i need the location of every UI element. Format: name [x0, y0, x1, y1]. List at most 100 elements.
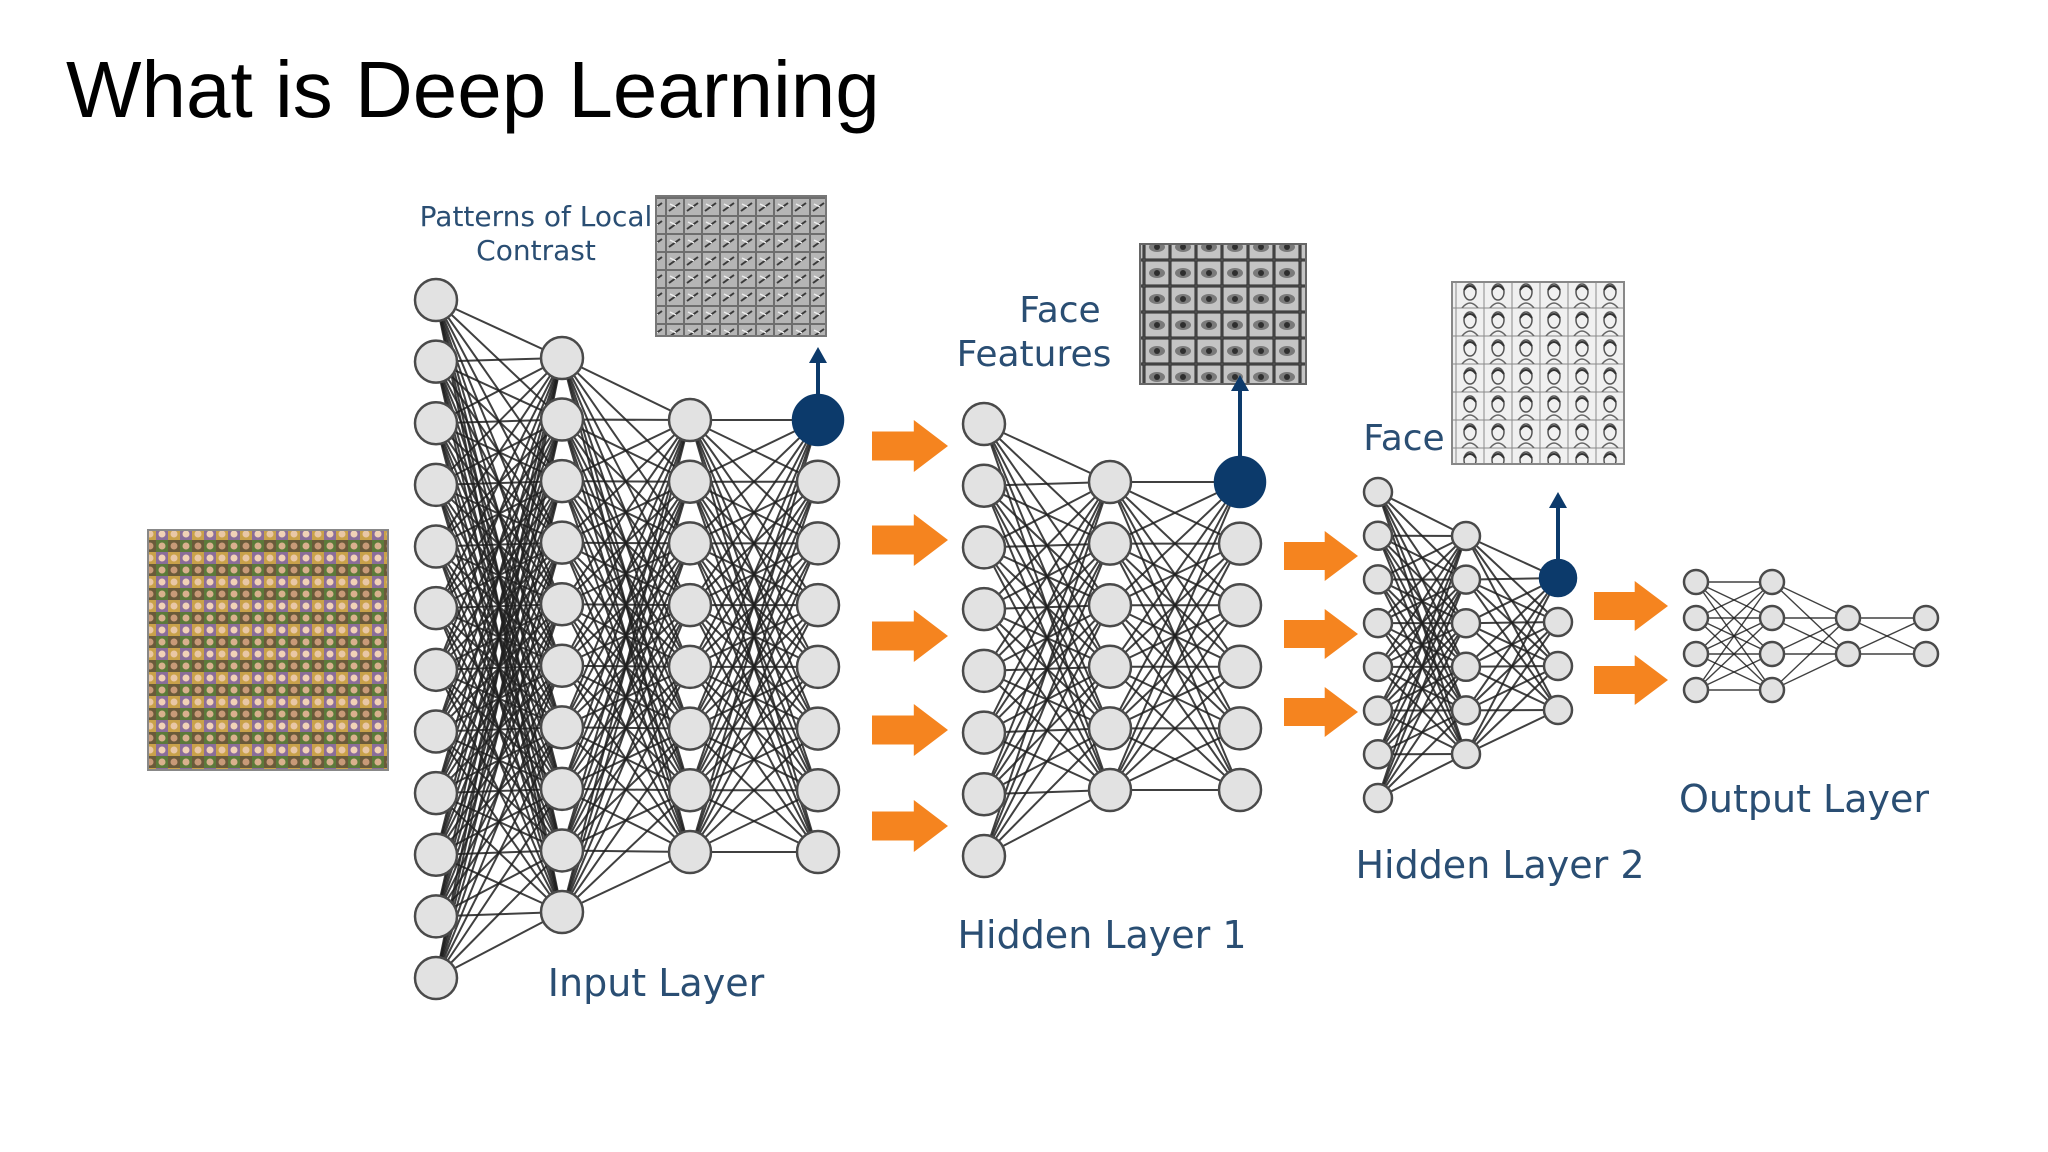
slide-title: What is Deep Learning [66, 45, 880, 134]
connection-edge [435, 849, 563, 979]
connection-edge [689, 727, 819, 853]
neuron [795, 768, 841, 813]
connection-edge [1377, 535, 1467, 581]
neuron [795, 582, 841, 628]
connection-edge [435, 357, 563, 548]
orange-flow-arrow [872, 610, 948, 662]
connection-edge [1377, 579, 1467, 799]
connection-edge [561, 727, 691, 913]
neuron [1542, 694, 1574, 726]
neuron [413, 709, 459, 754]
neuron [413, 894, 459, 939]
orange-flow-arrow [1284, 531, 1358, 581]
neuron [539, 458, 585, 504]
face-label: Face [1363, 418, 1444, 459]
up-arrow-head [1231, 375, 1249, 391]
orange-flow-arrow [1594, 581, 1668, 631]
neuron [1834, 604, 1862, 632]
neuron [1682, 604, 1710, 632]
neuron [1450, 607, 1482, 639]
connection-edge [1771, 581, 1849, 619]
connection-edge [435, 542, 563, 979]
patterns-label-line1: Patterns of Local [420, 200, 653, 233]
connection-edge [1465, 577, 1559, 755]
neuron [961, 525, 1007, 570]
neuron [1087, 582, 1133, 628]
connection-edge [1109, 481, 1241, 791]
neuron [413, 647, 459, 693]
input-layer-label: Input Layer [548, 961, 765, 1005]
activation-output-arrows [809, 347, 1567, 560]
connection-edge [689, 543, 819, 853]
connection-edge [561, 419, 691, 728]
neuron [667, 644, 713, 690]
neuron [413, 585, 459, 631]
orange-flow-arrow [872, 704, 948, 756]
connection-edge [983, 481, 1111, 795]
neuron [1087, 459, 1133, 505]
network-nodes [413, 277, 1940, 1001]
connection-edge [435, 726, 563, 979]
connection-edge [435, 299, 563, 359]
neuron [1758, 568, 1786, 596]
connection-edge [1695, 581, 1773, 691]
connection-edge [561, 419, 691, 667]
orange-flow-arrow [872, 514, 948, 566]
connection-edge [1377, 666, 1467, 799]
neuron [1682, 568, 1710, 596]
input-face-grid-image [147, 529, 389, 771]
connection-edge [561, 604, 691, 913]
neuron [1362, 520, 1394, 551]
neuron [413, 770, 459, 816]
neuron [1362, 651, 1394, 683]
neuron [1217, 521, 1263, 566]
connection-edge [1465, 577, 1559, 668]
up-arrow-head [1549, 492, 1567, 508]
neuron [1542, 606, 1574, 638]
face-features-label-line1: Face [1019, 290, 1100, 331]
connection-edge [689, 666, 819, 853]
connection-edge [435, 419, 563, 979]
neuron [1087, 767, 1133, 813]
orange-flow-arrow [1284, 687, 1358, 737]
connection-edge [1695, 581, 1773, 655]
neuron [961, 401, 1007, 447]
connection-edge [561, 419, 691, 605]
neuron [1834, 640, 1862, 668]
neuron [961, 772, 1007, 817]
neuron [667, 521, 713, 566]
connection-edge [435, 357, 563, 671]
neuron [413, 339, 459, 384]
connection-edge [1109, 666, 1241, 791]
neuron [795, 644, 841, 690]
neuron [539, 828, 585, 873]
neuron [961, 710, 1007, 755]
neuron [413, 462, 459, 508]
connection-edge [435, 788, 563, 979]
connection-edge [689, 419, 819, 606]
neuron [1758, 640, 1786, 668]
connection-edge [1377, 709, 1467, 799]
connection-edge [983, 481, 1111, 610]
connection-edge [1109, 604, 1241, 791]
connection-edge [1109, 727, 1241, 791]
neuron [1450, 520, 1482, 552]
neuron [961, 648, 1007, 694]
neuron [667, 582, 713, 628]
connection-edge [1465, 621, 1559, 755]
connection-edge [689, 419, 819, 545]
connection-edge [561, 666, 691, 913]
neuron [539, 889, 585, 935]
neuron [1087, 706, 1133, 751]
connection-edge [983, 481, 1111, 549]
connection-edge [1109, 543, 1241, 791]
orange-flow-arrow [872, 800, 948, 852]
neuron [795, 706, 841, 751]
neuron [1362, 782, 1394, 814]
orange-flow-arrow [872, 420, 948, 472]
neuron [1450, 651, 1482, 683]
connection-edge [983, 789, 1111, 857]
neuron [961, 463, 1007, 508]
connection-edge [983, 543, 1111, 857]
